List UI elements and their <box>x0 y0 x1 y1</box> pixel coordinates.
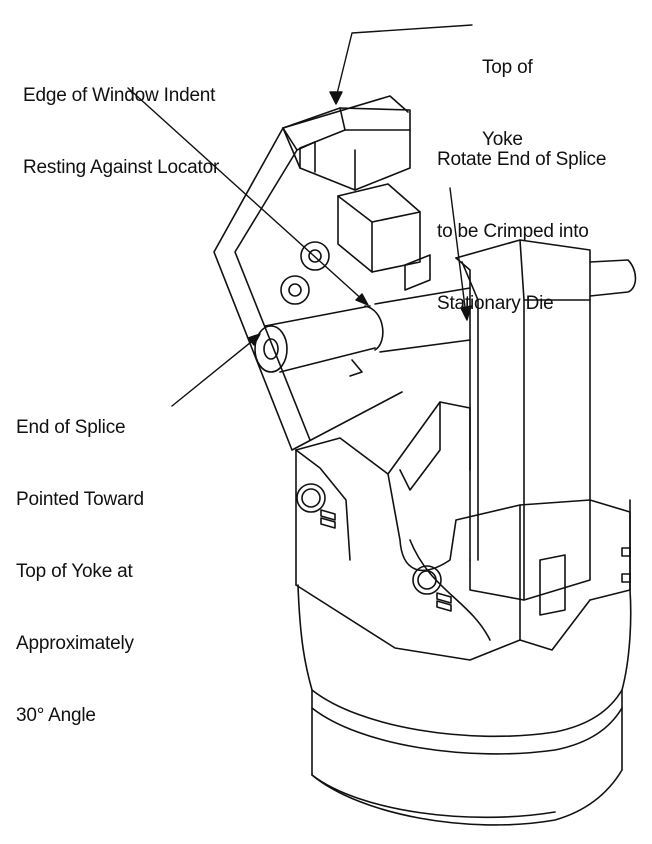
arrow-rotate-end <box>460 305 472 321</box>
stationary-die <box>455 239 637 601</box>
splice-tube <box>254 287 471 377</box>
callout-line: Rotate End of Splice <box>437 149 607 170</box>
leader-top-of-yoke <box>335 24 473 99</box>
yoke-body <box>295 401 631 661</box>
callout-line: Yoke <box>482 129 523 150</box>
leader-edge-of-window <box>127 87 366 303</box>
callout-rotate-end: Rotate End of Splice to be Crimped into … <box>437 100 606 340</box>
callout-line: Stationary Die <box>437 293 554 314</box>
callout-line: Resting Against Locator <box>23 157 220 178</box>
callout-line: 30° Angle <box>16 705 96 726</box>
callout-line: Pointed Toward <box>16 489 144 510</box>
callout-line: End of Splice <box>16 417 126 438</box>
callout-end-of-splice: End of Splice Pointed Toward Top of Yoke… <box>16 368 144 752</box>
callout-edge-of-window: Edge of Window Indent Resting Against Lo… <box>23 36 219 204</box>
callout-line: Edge of Window Indent <box>23 85 216 106</box>
arrow-top-of-yoke <box>329 91 343 105</box>
locator-block <box>280 183 431 305</box>
leader-rotate-end <box>449 187 467 316</box>
leader-lines <box>127 24 473 407</box>
callout-line: Top of <box>482 57 533 78</box>
arrow-end-of-splice <box>247 333 261 346</box>
callout-line: to be Crimped into <box>437 221 589 242</box>
arrow-edge-of-window <box>355 293 369 306</box>
screws <box>296 483 631 612</box>
callout-line: Approximately <box>16 633 134 654</box>
callout-line: Top of Yoke at <box>16 561 133 582</box>
yoke-frame <box>213 95 411 451</box>
leader-end-of-splice <box>171 337 257 407</box>
callout-top-of-yoke: Top of Yoke <box>482 8 533 176</box>
